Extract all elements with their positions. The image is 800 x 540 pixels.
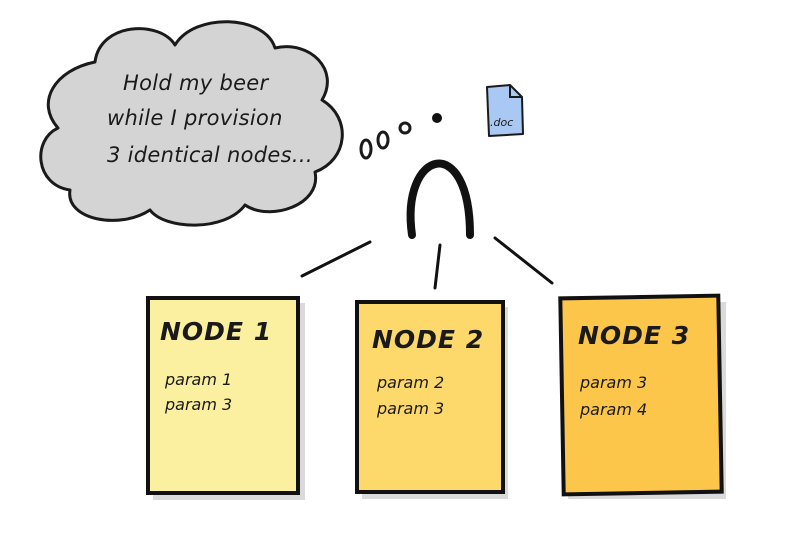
thought-trail-bubble-3 (398, 121, 412, 135)
thought-text: Hold my beer while I provision 3 identic… (107, 71, 313, 167)
document-icon: .doc (486, 84, 524, 137)
node-card-3: NODE 3 param 3 param 4 (558, 293, 726, 499)
document-label: .doc (490, 116, 513, 129)
thought-cloud-shape (39, 20, 344, 227)
node-2-param-1: param 2 (376, 373, 444, 392)
node-3-param-2: param 4 (579, 400, 647, 419)
connector-node-3 (493, 236, 554, 285)
node-2-paper (355, 300, 505, 494)
node-2-title: NODE 2 (372, 325, 484, 354)
document-fold (509, 85, 522, 98)
thought-line-3: 3 identical nodes... (107, 143, 313, 167)
node-1-param-2: param 3 (164, 395, 232, 414)
node-1-paper (146, 296, 300, 495)
thought-trail (359, 121, 412, 160)
node-card-1: NODE 1 param 1 param 3 (146, 296, 305, 500)
node-2-param-2: param 3 (376, 399, 444, 418)
person-figure (406, 113, 474, 239)
node-card-2: NODE 2 param 2 param 3 (355, 300, 508, 499)
node-1-param-1: param 1 (164, 370, 232, 389)
thought-line-1: Hold my beer (123, 71, 270, 95)
person-body (406, 159, 474, 239)
connector-node-1 (300, 240, 372, 278)
thought-line-2: while I provision (107, 106, 283, 130)
node-3-paper (558, 293, 724, 497)
thought-bubble: Hold my beer while I provision 3 identic… (39, 20, 412, 227)
connectors (300, 236, 554, 290)
node-3-title: NODE 3 (578, 321, 690, 350)
node-3-param-1: param 3 (579, 373, 647, 392)
thought-trail-bubble-1 (359, 138, 373, 160)
person-head (432, 113, 442, 123)
node-1-title: NODE 1 (160, 317, 272, 346)
thought-trail-bubble-2 (376, 130, 390, 150)
connector-node-2 (433, 243, 442, 290)
